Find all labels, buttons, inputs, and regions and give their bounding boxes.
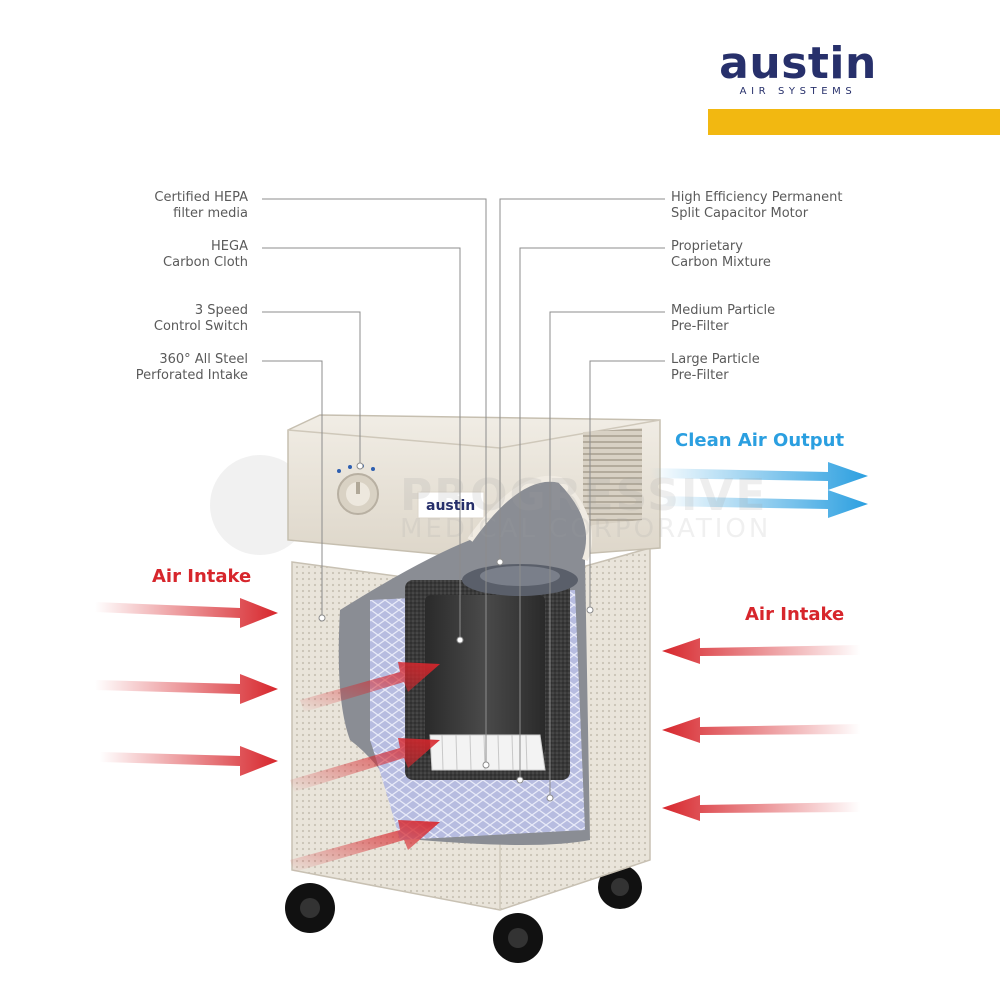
right-intake-arrows [662, 638, 860, 821]
clean-air-output-arrows [650, 462, 868, 518]
brand-accent-bar [708, 109, 1000, 135]
badge-plate [417, 491, 485, 519]
unit-badge-text: austin [426, 498, 476, 514]
brand-name: austin [719, 38, 877, 89]
watermark-text: PROGRESSIVE [400, 470, 768, 521]
brand-logo: austin AIR SYSTEMS [708, 40, 888, 98]
exhaust-grille [583, 428, 642, 526]
watermark-icon [210, 455, 310, 555]
leader-lines [262, 198, 665, 798]
internal-intake-arrows [290, 662, 440, 872]
clean-air-output-callout: Clean Air Output [675, 430, 845, 451]
hepa-filter-media [429, 734, 546, 771]
leader-dots [318, 462, 594, 802]
hega-carbon-cloth [425, 595, 545, 755]
brand-subtitle: AIR SYSTEMS [739, 86, 857, 97]
air-intake-left-callout: Air Intake [152, 566, 252, 587]
air-intake-right-callout: Air Intake [745, 604, 845, 625]
caster-wheels [285, 865, 642, 963]
left-intake-arrows [95, 598, 278, 776]
watermark-subtext: MEDICAL CORPORATION [400, 514, 772, 544]
